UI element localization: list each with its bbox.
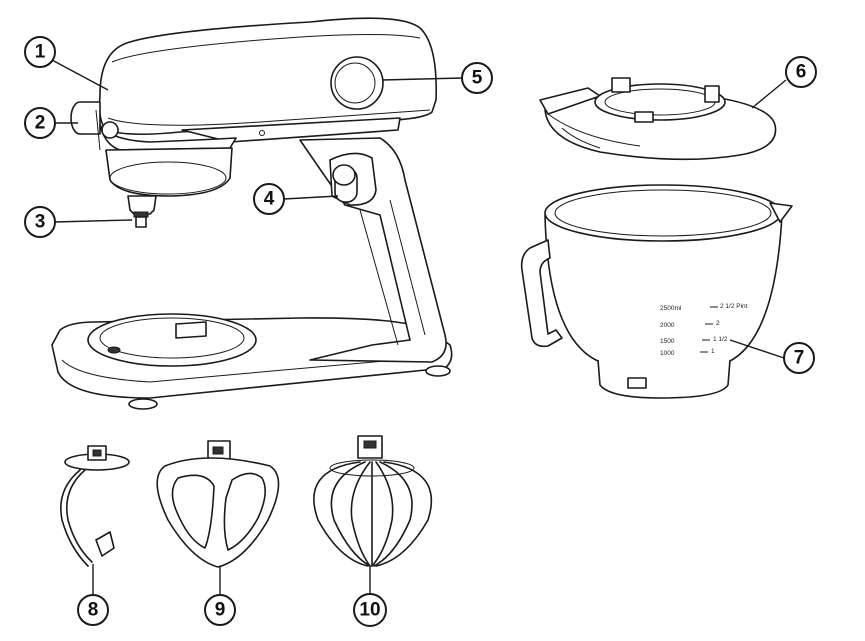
callout-2-label: 2 [35, 113, 46, 134]
bowl-handle [520, 239, 563, 348]
scale-pint-1: 1 [711, 348, 715, 355]
mixer-column [299, 137, 447, 363]
dough-hook [60, 445, 130, 567]
callout-5: 5 [461, 62, 493, 94]
scale-1000: 1000 [660, 350, 675, 357]
callout-9: 9 [204, 594, 236, 626]
callout-1-label: 1 [35, 42, 46, 63]
scale-1500: 1500 [660, 338, 675, 345]
callout-3-label: 3 [35, 212, 46, 233]
bowl-clamp-ring [87, 313, 257, 367]
callout-4-label: 4 [264, 189, 275, 210]
drive-housing [105, 147, 233, 197]
callout-3: 3 [24, 206, 56, 238]
callout-10-label: 10 [359, 600, 380, 621]
whisk [313, 435, 433, 567]
scale-pint-2: 2 [716, 320, 720, 327]
callout-5-label: 5 [472, 68, 483, 89]
mixer-head [98, 17, 437, 136]
callout-8-label: 8 [88, 600, 99, 621]
splash-guard [539, 77, 777, 161]
callout-4: 4 [253, 183, 285, 215]
callout-8: 8 [77, 594, 109, 626]
stand-mixer [51, 17, 453, 410]
callout-1: 1 [24, 36, 56, 68]
scale-pint-1-5: 1 1/2 [713, 336, 728, 343]
callout-6-label: 6 [796, 62, 807, 83]
scale-2000: 2000 [660, 322, 675, 329]
callout-7: 7 [783, 342, 815, 374]
callout-2: 2 [24, 107, 56, 139]
callout-6: 6 [785, 56, 817, 88]
callout-9-label: 9 [215, 600, 226, 621]
flat-beater [156, 440, 280, 568]
tool-outlet [127, 195, 157, 215]
scale-2500ml: 2500ml [660, 305, 682, 312]
leader-lines [51, 59, 787, 594]
scale-pint-2-5: 2 1/2 Pint [720, 303, 748, 310]
callout-10: 10 [353, 593, 387, 627]
callout-7-label: 7 [794, 348, 805, 369]
mixing-bowl: 2500ml 2000 1500 1000 2 1/2 Pint 2 1 1/2… [520, 184, 793, 399]
